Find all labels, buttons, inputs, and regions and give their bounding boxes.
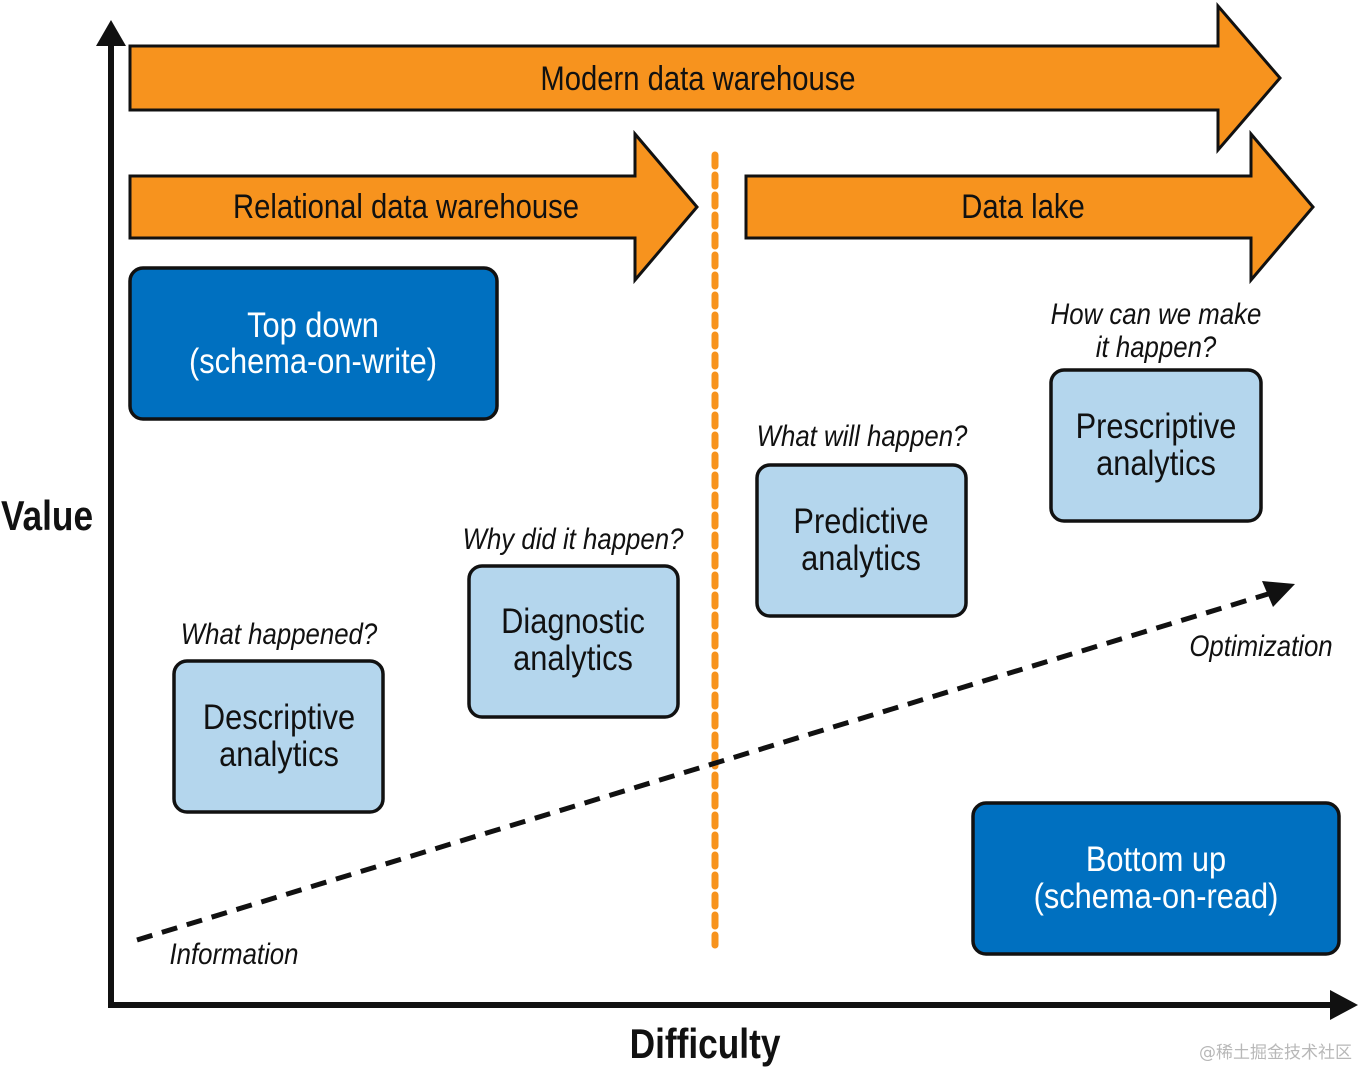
diagnostic-line1: Diagnostic	[501, 601, 645, 640]
top-down-box	[128, 266, 499, 421]
predictive-analytics-box	[755, 463, 968, 618]
diagnostic-question: Why did it happen?	[463, 522, 684, 555]
optimization-label: Optimization	[1189, 629, 1332, 662]
predictive-line1: Predictive	[793, 501, 928, 540]
x-axis-label: Difficulty	[630, 1021, 781, 1068]
descriptive-question: What happened?	[181, 617, 378, 650]
bottom-up-line2: (schema-on-read)	[1034, 876, 1279, 915]
information-label: Information	[169, 937, 298, 970]
prescriptive-analytics-box	[1049, 368, 1263, 523]
descriptive-analytics-box	[172, 659, 385, 814]
descriptive-line1: Descriptive	[203, 697, 355, 736]
prescriptive-line1: Prescriptive	[1076, 406, 1237, 445]
bottom-up-line1: Bottom up	[1086, 839, 1226, 878]
relational-data-warehouse-arrow	[128, 129, 699, 285]
watermark: @稀土掘金技术社区	[1199, 1043, 1352, 1063]
top-down-line2: (schema-on-write)	[189, 341, 437, 380]
prescriptive-question-line1: How can we make	[1051, 297, 1262, 330]
diagnostic-analytics-box	[467, 564, 680, 719]
top-down-line1: Top down	[247, 305, 379, 344]
data-lake-label: Data lake	[961, 187, 1084, 226]
y-axis-label: Value	[1, 493, 93, 540]
descriptive-line2: analytics	[219, 734, 339, 773]
y-axis-arrowhead	[96, 20, 126, 46]
bottom-up-box	[971, 801, 1341, 956]
modern-data-warehouse-label: Modern data warehouse	[540, 59, 855, 98]
trend-line	[136, 591, 1269, 943]
relational-data-warehouse-label: Relational data warehouse	[233, 187, 579, 226]
trend-arrowhead	[1262, 581, 1295, 607]
predictive-question: What will happen?	[757, 419, 968, 452]
diagnostic-line2: analytics	[513, 638, 633, 677]
x-axis-arrowhead	[1330, 990, 1358, 1020]
prescriptive-line2: analytics	[1096, 443, 1216, 482]
prescriptive-question-line2: it happen?	[1096, 330, 1217, 363]
modern-data-warehouse-arrow	[128, 1, 1282, 155]
predictive-line2: analytics	[801, 538, 921, 577]
data-lake-arrow	[744, 129, 1315, 285]
